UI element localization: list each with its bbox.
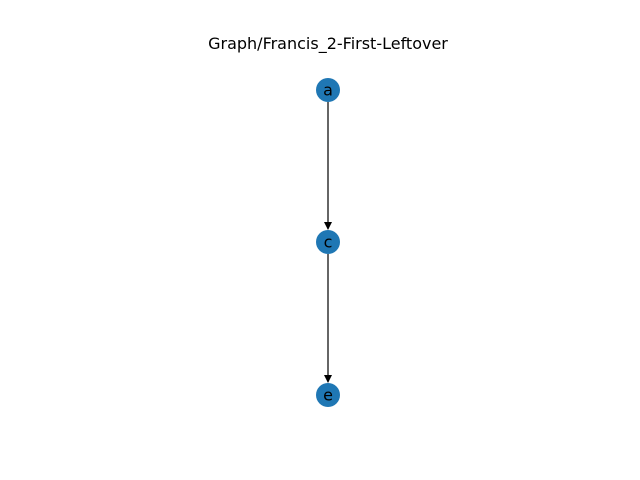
- node-e-label: e: [323, 386, 333, 405]
- node-c: c: [316, 230, 340, 254]
- node-e: e: [316, 383, 340, 407]
- node-c-label: c: [324, 233, 333, 252]
- node-a-label: a: [323, 81, 333, 100]
- graph-title: Graph/Francis_2-First-Leftover: [208, 34, 448, 53]
- node-a: a: [316, 78, 340, 102]
